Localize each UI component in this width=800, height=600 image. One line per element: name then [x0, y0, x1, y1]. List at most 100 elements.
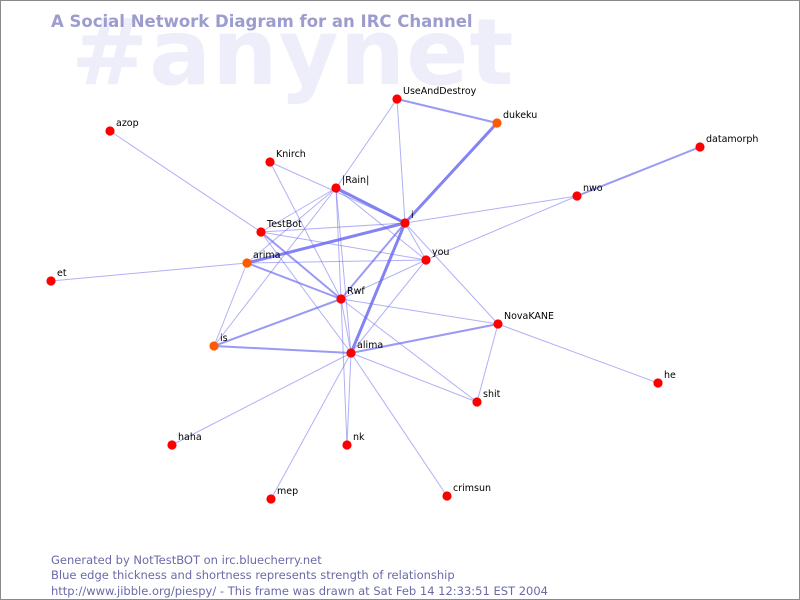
edge-novakane-shit	[476, 323, 499, 403]
node-label: datamorph	[706, 134, 758, 145]
node-dot	[265, 157, 275, 167]
node-dukeku: dukeku	[492, 110, 537, 128]
node-dot	[493, 319, 503, 329]
edge-rain-is	[213, 187, 337, 347]
node-dot	[342, 440, 352, 450]
edge-i-nwo	[404, 195, 578, 224]
node-dot	[256, 227, 266, 237]
edge-i-testbot	[260, 222, 406, 233]
footer-generated-by: Generated by NotTestBOT on irc.bluecherr…	[51, 553, 322, 567]
node-dot	[46, 276, 56, 286]
footer-source-timestamp: http://www.jibble.org/piespy/ - This fra…	[51, 583, 548, 598]
node-dot	[572, 191, 582, 201]
edge-alima-shit	[350, 352, 478, 403]
node-label: he	[664, 370, 676, 381]
node-dot	[472, 397, 482, 407]
node-et: et	[46, 268, 67, 286]
edge-useanddestroy-rain	[335, 98, 398, 189]
edge-arima-you	[246, 259, 427, 264]
node-dot	[346, 348, 356, 358]
node-dot	[653, 378, 663, 388]
node-label: dukeku	[503, 110, 537, 121]
edge-testbot-alima	[260, 231, 352, 354]
edge-rwf-shit	[340, 298, 478, 403]
node-label: is	[220, 333, 228, 344]
node-label: Rwf	[347, 286, 365, 297]
node-label: TestBot	[266, 219, 302, 230]
node-dot	[400, 218, 410, 228]
edge-rwf-novakane	[340, 298, 499, 325]
edge-useanddestroy-dukeku	[396, 98, 498, 124]
node-useanddestroy: UseAndDestroy	[392, 86, 477, 104]
node-label: nk	[353, 432, 365, 443]
edge-i-you	[404, 222, 427, 261]
node-mep: mep	[266, 486, 298, 504]
node-label: UseAndDestroy	[403, 86, 477, 97]
edge-dukeku-i	[403, 121, 499, 225]
node-label: crimsun	[453, 483, 491, 494]
node-nk: nk	[342, 432, 365, 450]
edge-rwf-nk	[340, 298, 348, 446]
node-he: he	[653, 370, 676, 388]
diagram-title: A Social Network Diagram for an IRC Chan…	[51, 12, 473, 31]
edge-arima-rwf	[246, 262, 342, 300]
edge-rain-i	[334, 186, 407, 225]
edge-azop-testbot	[109, 130, 262, 233]
edge-rain-rwf	[335, 187, 342, 300]
edge-arima-is	[213, 262, 248, 347]
edge-alima-haha	[171, 352, 352, 446]
node-dot	[336, 294, 346, 304]
node-label: NovaKANE	[504, 311, 554, 322]
node-arima: arima	[242, 250, 280, 268]
edge-datamorph-nwo	[576, 146, 701, 197]
node-dot	[266, 494, 276, 504]
node-is: is	[209, 333, 228, 351]
node-azop: azop	[105, 118, 139, 136]
node-label: Knirch	[276, 149, 306, 160]
node-nwo: nwo	[572, 183, 603, 201]
node-alima: alima	[346, 340, 383, 358]
edge-alima-novakane	[350, 323, 499, 354]
node-label: alima	[357, 340, 383, 351]
node-label: haha	[178, 432, 202, 443]
edge-alima-crimsun	[350, 352, 448, 497]
node-datamorph: datamorph	[695, 134, 758, 152]
node-label: arima	[253, 250, 280, 261]
node-dot	[242, 258, 252, 268]
edge-alima-nk	[346, 352, 352, 446]
node-novakane: NovaKANE	[493, 311, 554, 329]
edge-alima-mep	[270, 352, 352, 500]
edge-alima-is	[213, 345, 352, 354]
node-shit: shit	[472, 389, 501, 407]
node-label: |Rain|	[342, 175, 369, 186]
channel-watermark: #anynet	[71, 0, 515, 106]
node-haha: haha	[167, 432, 202, 450]
node-testbot: TestBot	[256, 219, 302, 237]
edge-you-rwf	[340, 259, 427, 300]
edge-knirch-rwf	[269, 161, 342, 300]
edge-novakane-he	[497, 323, 659, 384]
node-dot	[492, 118, 502, 128]
edge-useanddestroy-i	[396, 98, 406, 224]
edge-rwf-alima	[340, 298, 352, 354]
node-knirch: Knirch	[265, 149, 306, 167]
node-dot	[167, 440, 177, 450]
footer: Generated by NotTestBOT on irc.bluecherr…	[51, 553, 548, 599]
node-label: et	[57, 268, 67, 279]
edge-arima-et	[50, 262, 248, 282]
node-you: you	[421, 247, 449, 265]
edge-i-novakane	[404, 222, 499, 325]
node-crimsun: crimsun	[442, 483, 491, 501]
node-i: i	[400, 210, 414, 228]
node-rwf: Rwf	[336, 286, 365, 304]
edge-rain-alima	[335, 187, 352, 354]
node-label: nwo	[583, 183, 603, 194]
node-dot	[331, 183, 341, 193]
edge-you-nwo	[425, 195, 578, 261]
edge-testbot-you	[260, 231, 427, 261]
node-label: shit	[483, 389, 501, 400]
edge-rain-arima	[246, 187, 337, 264]
edge-i-alima	[349, 221, 407, 355]
node-dot	[105, 126, 115, 136]
